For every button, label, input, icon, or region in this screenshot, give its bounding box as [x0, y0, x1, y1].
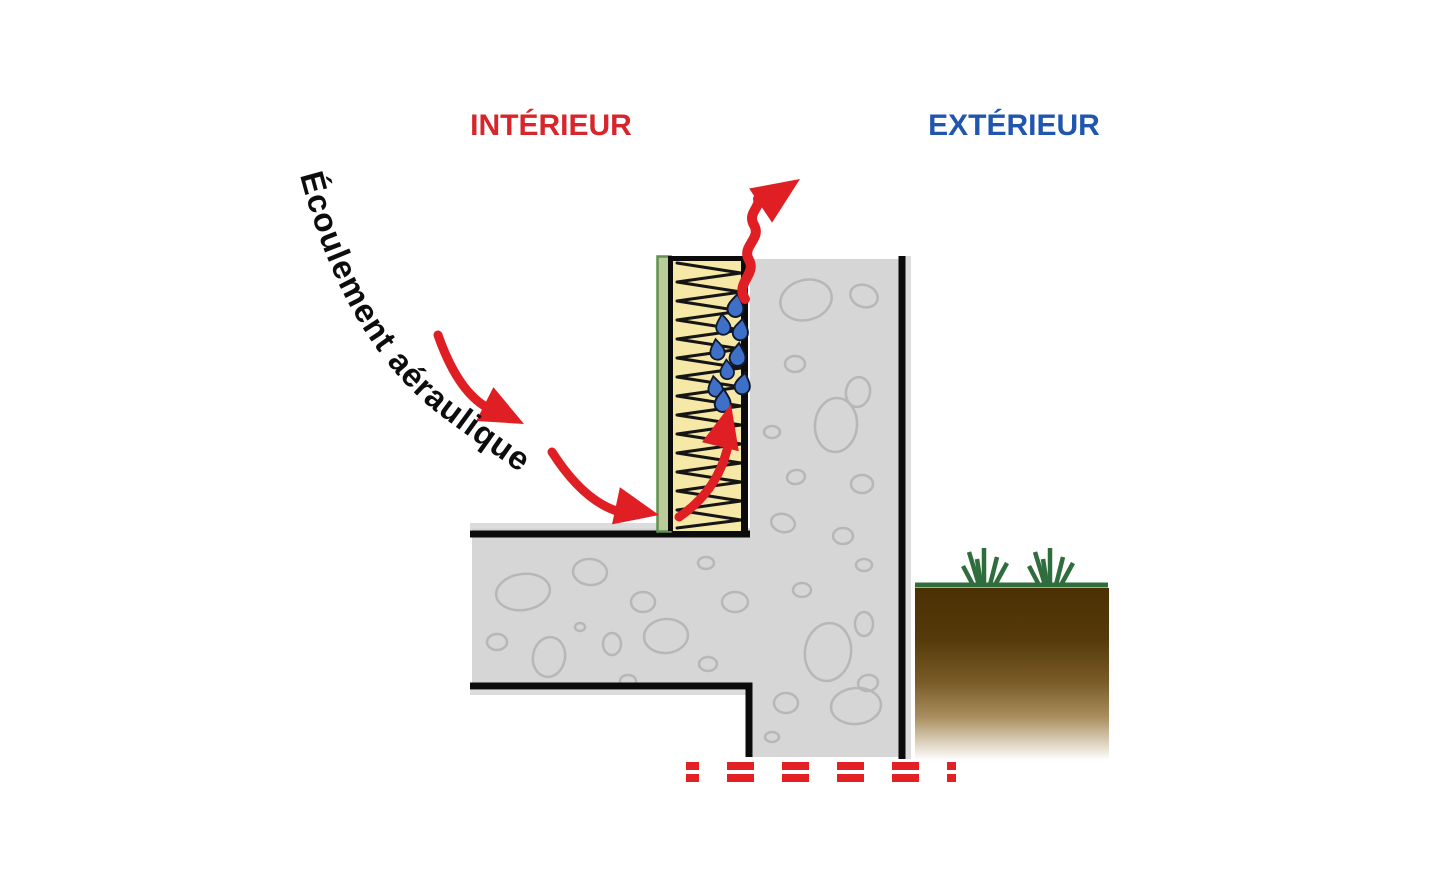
aggregate-blob — [813, 396, 859, 454]
aggregate-blob — [697, 655, 719, 673]
grass-tuft-icon — [1027, 548, 1075, 587]
airflow-arrows — [433, 161, 812, 534]
aggregate-blob — [494, 572, 552, 612]
grass-tuft-icon — [961, 548, 1009, 587]
aggregate-blob — [573, 621, 587, 633]
aggregate-blob — [571, 557, 609, 587]
exterior-label: EXTÉRIEUR — [928, 109, 1100, 142]
aggregate-blob — [779, 278, 833, 322]
slab-bottom-and-footing-line — [470, 682, 753, 757]
red-rising-arrow-icon — [674, 399, 750, 522]
interior-label: INTÉRIEUR — [470, 109, 632, 142]
aggregate-blob — [791, 581, 813, 599]
exterior-ground — [915, 548, 1109, 760]
aggregate-blob — [849, 283, 879, 309]
red-dashed-line — [686, 762, 956, 782]
red-curved-arrow-icon — [547, 447, 663, 534]
aggregate-blob — [803, 621, 853, 683]
aggregate-blob — [531, 635, 567, 679]
aggregate-blob — [485, 632, 509, 652]
aggregate-blob — [642, 617, 690, 655]
aggregate-blob — [831, 526, 855, 546]
aggregate-blob — [769, 512, 797, 534]
aggregate-blob — [844, 375, 872, 409]
airflow-caption: Écoulement aéraulique — [293, 167, 538, 479]
aggregate-blob — [763, 730, 781, 744]
insulation-coil-pattern — [675, 261, 743, 530]
aggregate-speckles — [485, 278, 883, 744]
aggregate-blob — [772, 691, 800, 715]
aggregate-blob — [853, 610, 875, 638]
red-curved-arrow-icon — [433, 330, 533, 441]
aggregate-blob — [785, 468, 807, 486]
concrete-structure — [470, 256, 906, 759]
aggregate-blob — [696, 555, 716, 571]
aggregate-blob — [629, 590, 657, 614]
aggregate-blob — [762, 424, 782, 440]
aggregate-blob — [783, 354, 807, 374]
soil — [915, 588, 1109, 760]
aggregate-blob — [849, 473, 875, 495]
red-wavy-arrow-icon — [737, 161, 812, 304]
aggregate-blob — [720, 590, 750, 614]
aggregate-blob — [601, 631, 623, 657]
aggregate-blob — [829, 686, 883, 726]
concrete-body — [472, 259, 902, 757]
slab-edge-highlights — [470, 256, 911, 759]
aggregate-blob — [854, 557, 874, 573]
